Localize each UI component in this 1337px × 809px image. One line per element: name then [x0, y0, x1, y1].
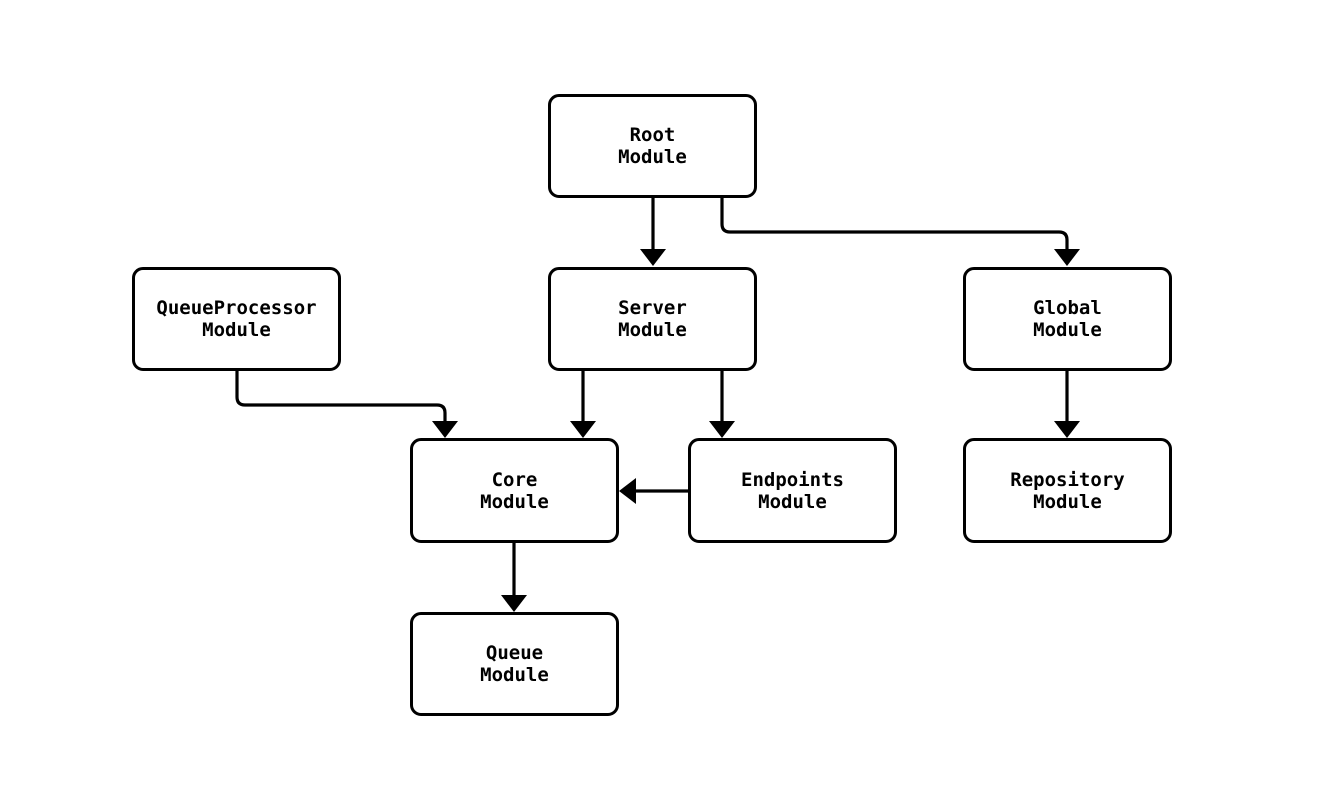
node-core-module: Core Module: [410, 438, 619, 543]
arrowhead-down-icon: [501, 595, 527, 612]
arrowhead-down-icon: [709, 421, 735, 438]
node-label: Queue Module: [480, 642, 549, 686]
node-repository-module: Repository Module: [963, 438, 1172, 543]
node-server-module: Server Module: [548, 267, 757, 371]
edge-global-to-repository: [1054, 370, 1080, 438]
node-label: QueueProcessor Module: [156, 297, 317, 341]
edge-root-to-global: [720, 197, 1080, 266]
edge-server-to-core: [570, 370, 596, 438]
node-label: Global Module: [1033, 297, 1102, 341]
node-label: Core Module: [480, 468, 549, 513]
node-queueprocessor-module: QueueProcessor Module: [132, 267, 341, 371]
arrowhead-down-icon: [570, 421, 596, 438]
arrowhead-left-icon: [619, 478, 636, 504]
node-label: Endpoints Module: [741, 468, 844, 513]
arrowhead-down-icon: [640, 249, 666, 266]
edge-queueprocessor-to-core: [235, 370, 458, 438]
node-global-module: Global Module: [963, 267, 1172, 371]
node-root-module: Root Module: [548, 94, 757, 198]
arrowhead-down-icon: [1054, 421, 1080, 438]
edge-endpoints-to-core: [619, 478, 688, 504]
node-label: Server Module: [618, 297, 687, 341]
edge-server-to-endpoints: [709, 370, 735, 438]
edge-core-to-queue: [501, 543, 527, 612]
node-label: Repository Module: [1010, 468, 1125, 513]
node-endpoints-module: Endpoints Module: [688, 438, 897, 543]
edge-root-to-server: [640, 197, 666, 266]
arrowhead-down-icon: [432, 421, 458, 438]
arrowhead-down-icon: [1054, 249, 1080, 266]
node-label: Root Module: [618, 124, 687, 168]
node-queue-module: Queue Module: [410, 612, 619, 716]
